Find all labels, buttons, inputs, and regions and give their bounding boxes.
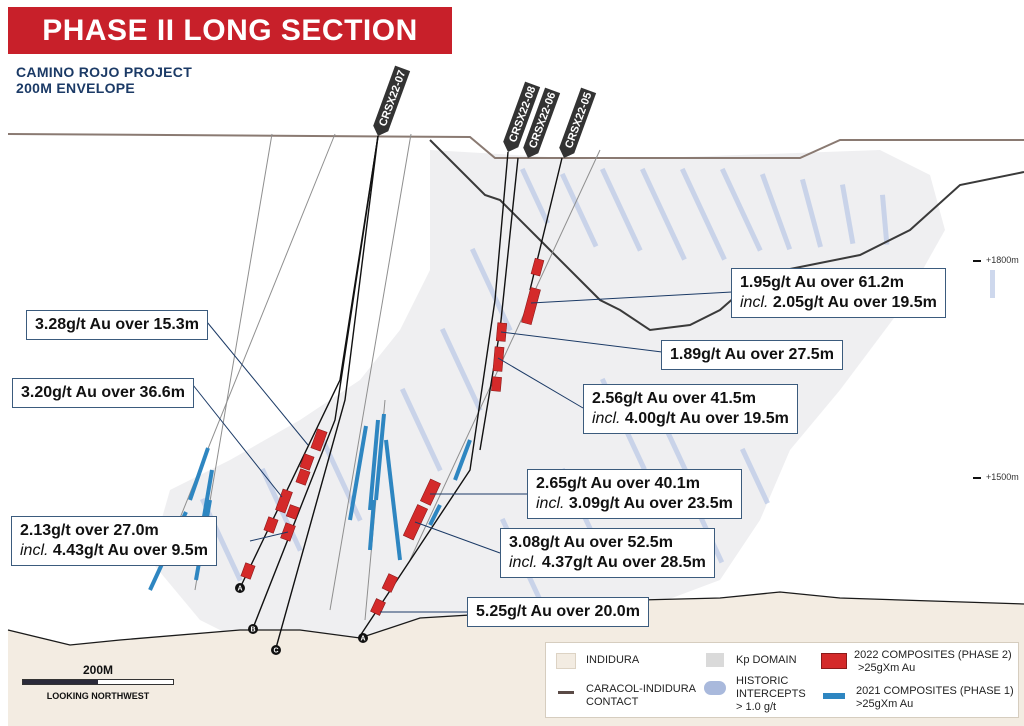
callout-line: 2.13g/t over 27.0m [20, 522, 159, 539]
callout-3-20: 3.20g/t Au over 36.6m [12, 378, 194, 408]
composites-2021-swatch-icon [823, 693, 845, 699]
composites-2022-swatch-icon [821, 653, 847, 669]
callout-2-13: 2.13g/t over 27.0m incl. 4.43g/t Au over… [11, 516, 217, 566]
callout-3-28: 3.28g/t Au over 15.3m [26, 310, 208, 340]
contact-line-icon [558, 691, 574, 694]
callout-1-89: 1.89g/t Au over 27.5m [661, 340, 843, 370]
callout-incl-line: incl. 2.05g/t Au over 19.5m [740, 294, 937, 311]
drill-hole-tags: CRSX22-07 CRSX22-08 CRSX22-06 CRSX22-05 [373, 65, 597, 158]
legend-composites-2021: 2021 COMPOSITES (PHASE 1) >25gXm Au [856, 685, 1014, 710]
legend: INDIDURA CARACOL-INDIDURA CONTACT Kp DOM… [545, 642, 1019, 718]
view-direction: LOOKING NORTHWEST [46, 691, 150, 701]
scale-bar: 200M LOOKING NORTHWEST [22, 663, 174, 701]
scale-bar-graphic [22, 679, 174, 685]
caracol-indidura-contact-line [7, 591, 1024, 646]
callout-line: 3.20g/t Au over 36.6m [21, 384, 185, 401]
legend-composites-2022: 2022 COMPOSITES (PHASE 2) >25gXm Au [854, 649, 1012, 674]
callout-2-56: 2.56g/t Au over 41.5m incl. 4.00g/t Au o… [583, 384, 798, 434]
pit-outline [429, 139, 1024, 332]
callout-2-65: 2.65g/t Au over 40.1m incl. 3.09g/t Au o… [527, 469, 742, 519]
project-name: CAMINO ROJO PROJECT [16, 64, 193, 80]
elevation-1800: +1800m [973, 255, 1019, 265]
callout-leader-lines [192, 291, 733, 613]
elevation-1500: +1500m [973, 472, 1019, 482]
callout-crsx22-05-main: 1.95g/t Au over 61.2m incl. 2.05g/t Au o… [731, 268, 946, 318]
callout-line: 3.08g/t Au over 52.5m [509, 534, 673, 551]
indidura-swatch-icon [556, 653, 576, 669]
callout-incl-line: incl. 4.37g/t Au over 28.5m [509, 554, 706, 571]
callout-5-25: 5.25g/t Au over 20.0m [467, 597, 649, 627]
callout-incl-line: incl. 4.00g/t Au over 19.5m [592, 410, 789, 427]
svg-text:A: A [237, 586, 242, 593]
historic-intercepts-swatch-icon [704, 681, 726, 695]
envelope-label: 200M ENVELOPE [16, 80, 136, 96]
callout-line: 1.95g/t Au over 61.2m [740, 274, 904, 291]
callout-line: 2.65g/t Au over 40.1m [536, 475, 700, 492]
callout-incl-line: incl. 4.43g/t Au over 9.5m [20, 542, 208, 559]
svg-text:C: C [273, 648, 278, 655]
callout-line: 5.25g/t Au over 20.0m [476, 603, 640, 620]
page-title: PHASE II LONG SECTION [42, 13, 418, 47]
svg-text:A: A [360, 636, 365, 643]
legend-historic: HISTORIC INTERCEPTS > 1.0 g/t [736, 675, 806, 713]
hole-end-markers: A B C A [235, 583, 368, 655]
scale-label: 200M [82, 663, 114, 677]
callout-incl-line: incl. 3.09g/t Au over 23.5m [536, 495, 733, 512]
callout-line: 2.56g/t Au over 41.5m [592, 390, 756, 407]
callout-line: 3.28g/t Au over 15.3m [35, 316, 199, 333]
kp-domain-swatch-icon [706, 653, 724, 667]
callout-3-08: 3.08g/t Au over 52.5m incl. 4.37g/t Au o… [500, 528, 715, 578]
svg-text:B: B [250, 627, 255, 634]
callout-line: 1.89g/t Au over 27.5m [670, 346, 834, 363]
legend-indidura: INDIDURA [586, 654, 640, 666]
title-banner: PHASE II LONG SECTION [8, 7, 452, 54]
topographic-surface [7, 133, 1024, 159]
legend-contact: CARACOL-INDIDURA CONTACT [586, 683, 697, 708]
historic-intercepts [200, 167, 995, 602]
legend-kp-domain: Kp DOMAIN [736, 654, 797, 666]
